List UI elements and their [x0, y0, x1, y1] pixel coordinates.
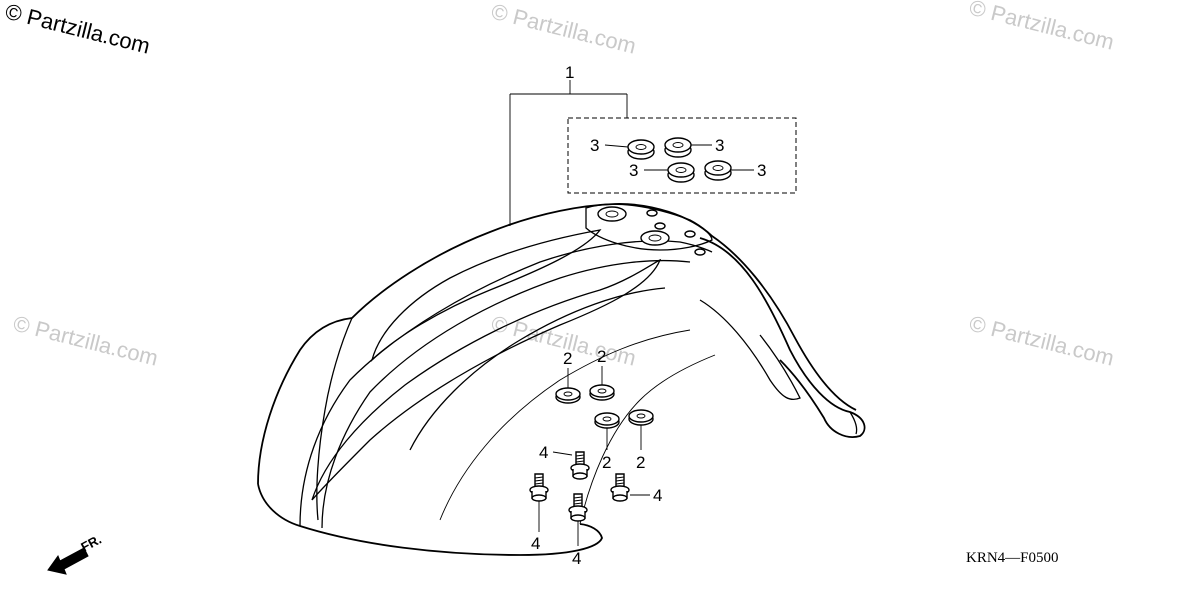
front-fender [257, 203, 866, 556]
copyright-label: © Partzilla.com [3, 0, 153, 59]
callout-3a: 3 [590, 136, 599, 155]
grommet-2 [664, 137, 692, 158]
fender-groove-lower [311, 258, 662, 501]
callout-2c: 2 [602, 453, 611, 472]
watermark-mid-left: © Partzilla.com [11, 311, 161, 371]
callout-4b: 4 [531, 534, 540, 553]
fender-mount-plateau [585, 203, 713, 251]
fender-hole-large-1-inner [605, 210, 619, 218]
bolt-group: 4 4 4 4 [529, 443, 662, 568]
fender-hole-large-2 [640, 230, 670, 246]
callout-2a: 2 [563, 349, 572, 368]
fender-right-arm [699, 237, 866, 438]
assembly-bracket: 1 [509, 63, 628, 226]
fender-hole-small-4 [694, 248, 706, 256]
leader-4a [552, 451, 573, 456]
callout-2b: 2 [597, 347, 606, 366]
callout-1: 1 [565, 63, 574, 82]
callout-3d: 3 [757, 161, 766, 180]
fender-hole-large-2-inner [648, 234, 662, 242]
front-arrow-icon [47, 547, 89, 575]
fender-hole-small-2 [654, 222, 666, 230]
fender-mid-line [579, 354, 716, 525]
grommet-box [567, 117, 797, 194]
fender-outline [257, 203, 857, 556]
fender-groove-upper [370, 229, 602, 363]
watermark-top-center: © Partzilla.com [489, 0, 639, 59]
fender-hole-small-1 [646, 209, 658, 217]
fender-tab [849, 411, 858, 435]
callout-4c: 4 [653, 486, 662, 505]
bolt-3 [610, 473, 630, 502]
washer-4 [628, 409, 654, 426]
washer-3 [594, 412, 620, 429]
watermarks: © Partzilla.com © Partzilla.com © Partzi… [11, 0, 1117, 371]
bolt-1 [570, 451, 590, 480]
grommet-4 [704, 160, 732, 181]
bolt-2 [529, 473, 549, 502]
callout-3b: 3 [715, 136, 724, 155]
grommet-1 [627, 139, 655, 160]
leader-3a [604, 144, 629, 148]
grommet-3 [667, 162, 695, 183]
callout-4d: 4 [572, 549, 581, 568]
callout-4a: 4 [539, 443, 548, 462]
watermark-mid-right: © Partzilla.com [967, 311, 1117, 371]
fender-far-side [316, 317, 353, 521]
fender-inner-arm [699, 299, 801, 401]
callout-3c: 3 [629, 161, 638, 180]
bolt-4 [568, 493, 588, 522]
front-direction-indicator: FR. [47, 532, 104, 575]
fender-rim-inner [321, 259, 691, 529]
diagram-code: KRN4—F0500 [966, 550, 1059, 566]
grommet-group: 3 3 3 3 [567, 117, 797, 194]
washer-2 [589, 384, 615, 401]
washer-1 [555, 387, 581, 404]
callout-2d: 2 [636, 453, 645, 472]
watermark-top-right: © Partzilla.com [967, 0, 1117, 55]
washer-group: 2 2 2 2 [555, 347, 654, 472]
fender-hole-small-3 [684, 230, 696, 238]
fender-hole-large-1 [597, 206, 627, 222]
fender-lower-line [439, 329, 691, 521]
